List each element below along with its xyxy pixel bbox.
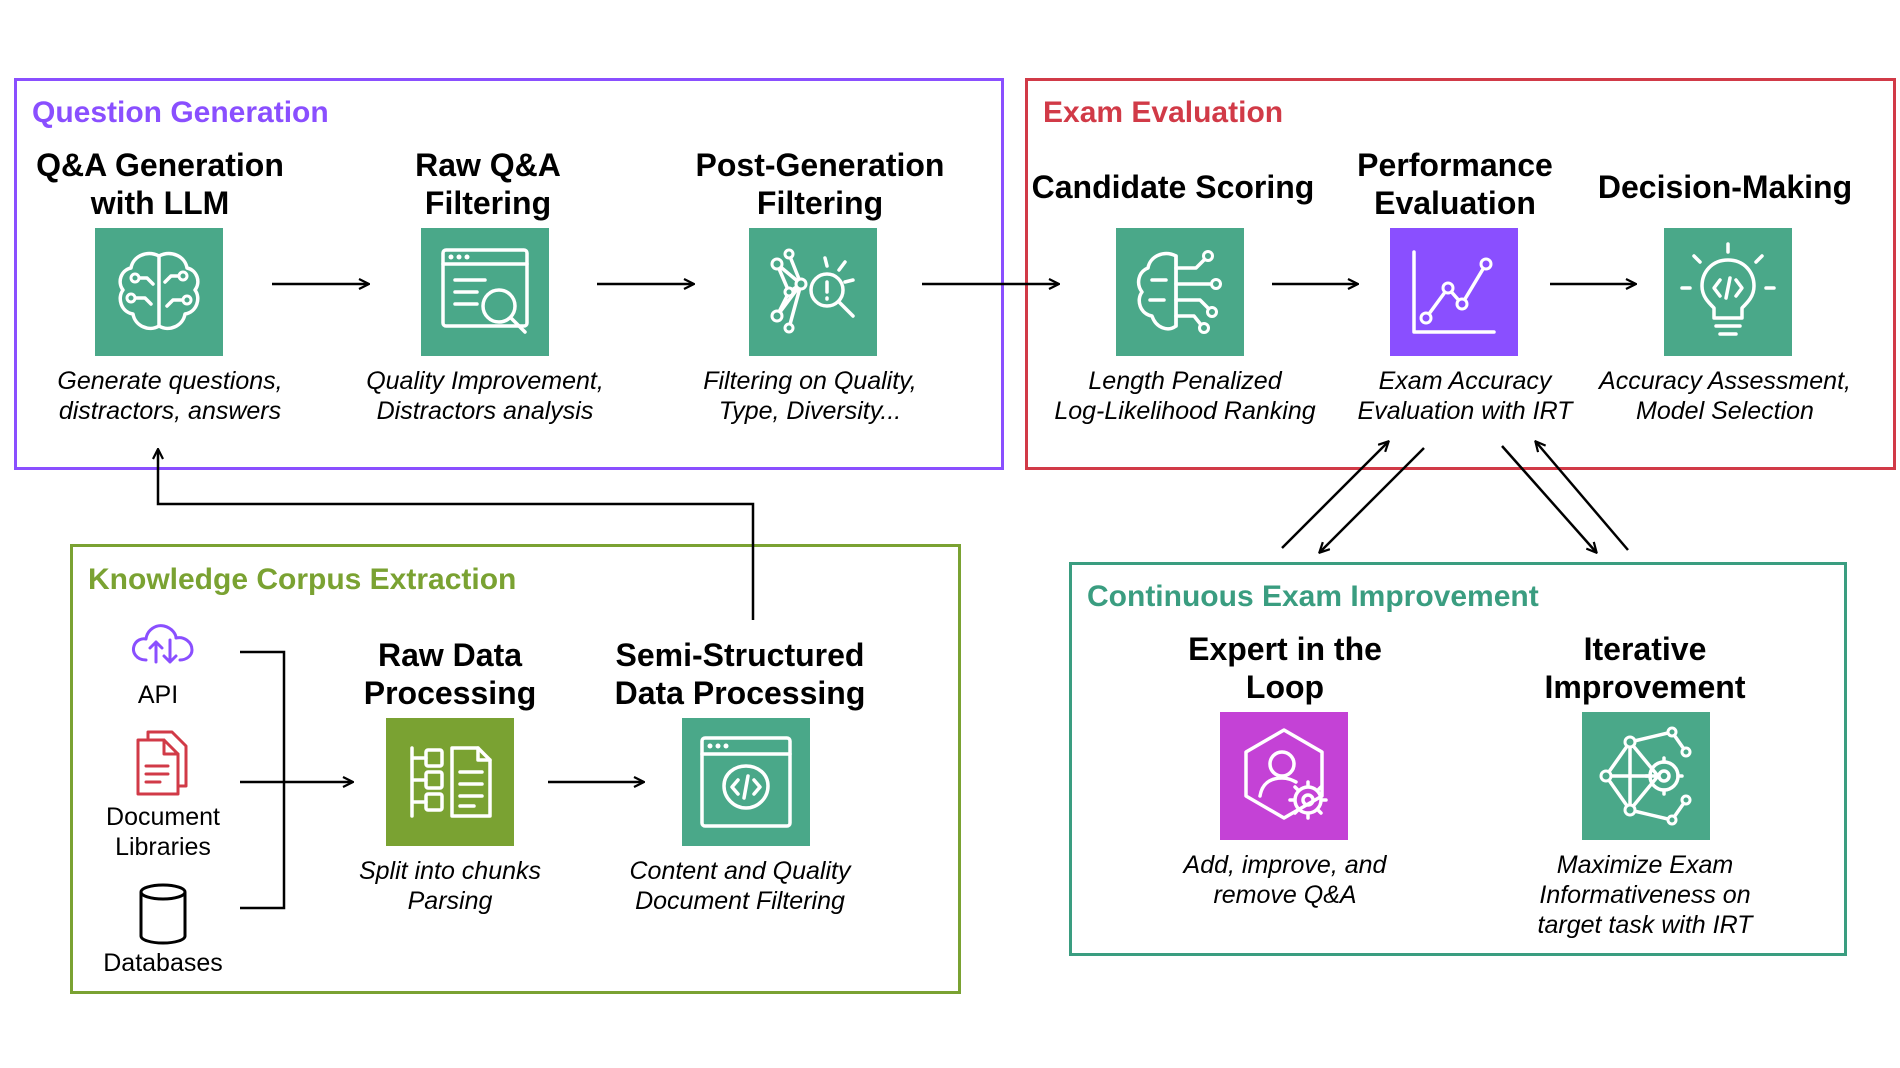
question-generation-title: Question Generation [32, 96, 329, 129]
database-icon [136, 882, 190, 946]
source-label-api: API [137, 681, 179, 709]
step-title-candidate-scoring: Candidate Scoring [1031, 169, 1315, 205]
source-label-document-libraries: Document Libraries [106, 803, 220, 861]
arrow-evaluation-to-improvement-left [1320, 447, 1425, 552]
caption-performance-evaluation: Exam Accuracy Evaluation with IRT [1357, 367, 1573, 425]
step-title-iterative-improvement: Iterative Improvement [1544, 631, 1746, 705]
step-title-raw-qa-filtering: Raw Q&A Filtering [415, 147, 561, 221]
caption-expert-in-loop: Add, improve, and remove Q&A [1183, 851, 1387, 909]
step-title-decision-making: Decision-Making [1597, 169, 1853, 205]
cloud-transfer-icon [128, 618, 198, 668]
network-magnifier-icon [749, 228, 877, 356]
arrow-improvement-to-evaluation-left [1281, 442, 1388, 549]
split-chunks-icon [386, 718, 514, 846]
continuous-improvement-panel [1069, 562, 1847, 956]
lightbulb-code-icon [1664, 228, 1792, 356]
exam-evaluation-panel [1025, 78, 1896, 470]
arrow-evaluation-to-improvement-right [1501, 445, 1596, 552]
user-gear-icon [1220, 712, 1348, 840]
arrow-corpus-to-question-generation [158, 450, 755, 620]
brain-circuit-icon [95, 228, 223, 356]
arrow-improvement-to-evaluation-right [1536, 442, 1629, 551]
sources-bracket [240, 650, 286, 910]
network-gear-icon [1582, 712, 1710, 840]
caption-semi-structured-processing: Content and Quality Document Filtering [629, 857, 851, 915]
brain-chip-icon [1116, 228, 1244, 356]
code-window-icon [682, 718, 810, 846]
knowledge-corpus-title: Knowledge Corpus Extraction [88, 563, 517, 596]
step-title-post-generation-filtering: Post-Generation Filtering [695, 147, 945, 221]
step-title-expert-in-loop: Expert in the Loop [1188, 631, 1382, 705]
step-title-raw-data-processing: Raw Data Processing [363, 637, 537, 711]
caption-raw-qa-filtering: Quality Improvement, Distractors analysi… [366, 367, 604, 425]
step-title-performance-evaluation: Performance Evaluation [1357, 147, 1553, 221]
source-label-databases: Databases [103, 949, 223, 977]
caption-iterative-improvement: Maximize Exam Informativeness on target … [1537, 851, 1753, 939]
line-chart-icon [1390, 228, 1518, 356]
question-generation-panel [14, 78, 1004, 470]
caption-qa-generation: Generate questions, distractors, answers [57, 367, 283, 425]
caption-post-generation-filtering: Filtering on Quality, Type, Diversity... [703, 367, 917, 425]
caption-decision-making: Accuracy Assessment, Model Selection [1599, 367, 1851, 425]
step-title-qa-generation: Q&A Generation with LLM [36, 147, 284, 221]
continuous-improvement-title: Continuous Exam Improvement [1087, 580, 1539, 613]
document-search-icon [421, 228, 549, 356]
caption-raw-data-processing: Split into chunks Parsing [358, 857, 542, 915]
caption-candidate-scoring: Length Penalized Log-Likelihood Ranking [1054, 367, 1316, 425]
knowledge-corpus-panel [70, 544, 961, 994]
document-icon [134, 728, 190, 798]
exam-evaluation-title: Exam Evaluation [1043, 96, 1284, 129]
step-title-semi-structured-processing: Semi-Structured Data Processing [614, 637, 866, 711]
